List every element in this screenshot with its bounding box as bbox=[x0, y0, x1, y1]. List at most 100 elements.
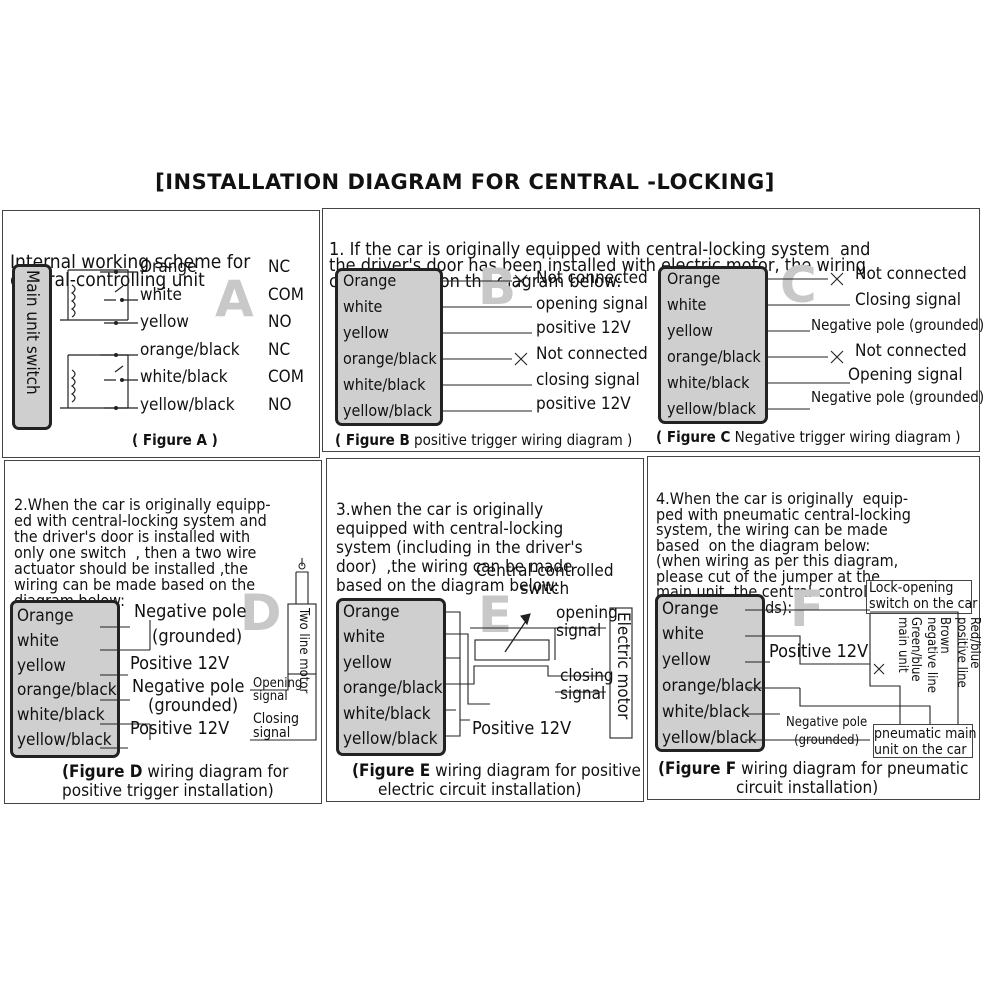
figure-f-letter: F bbox=[790, 580, 825, 638]
fig-e-wire-white-black: white/black bbox=[343, 704, 431, 724]
fig-c-wire-white-black: white/black bbox=[667, 373, 750, 392]
fig-d-wire-yellow: yellow bbox=[17, 656, 66, 676]
fig-c-signal-4: Not connected bbox=[855, 341, 967, 361]
page-title: [INSTALLATION DIAGRAM FOR CENTRAL -LOCKI… bbox=[155, 170, 775, 194]
figure-b-letter: B bbox=[478, 258, 517, 316]
fig-f-wire-orange: Orange bbox=[662, 599, 719, 619]
fig-e-wire-orange-black: orange/black bbox=[343, 678, 443, 698]
fig-a-state-nc-1: NC bbox=[268, 257, 291, 277]
fig-b-wire-orange: Orange bbox=[343, 271, 397, 290]
fig-f-caption: (Figure F wiring diagram for pneumatic bbox=[658, 759, 969, 779]
fig-c-signal-5: Opening signal bbox=[848, 365, 963, 385]
panel-figure-a bbox=[2, 210, 320, 458]
fig-b-wire-white-black: white/black bbox=[343, 375, 426, 394]
fig-d-label-2: (grounded) bbox=[152, 626, 243, 647]
fig-b-wire-orange-black: orange/black bbox=[343, 349, 437, 368]
fig-d-caption-line2: positive trigger installation) bbox=[62, 781, 274, 801]
fig-b-signal-4: Not connected bbox=[536, 344, 648, 364]
fig-f-caption-line2: circuit installation) bbox=[736, 778, 879, 798]
fig-d-label-3: Positive 12V bbox=[130, 653, 230, 674]
fig-a-state-nc-2: NC bbox=[268, 340, 291, 360]
fig-c-wire-orange: Orange bbox=[667, 269, 721, 288]
fig-d-wire-box bbox=[10, 600, 120, 758]
fig-d-label-5: (grounded) bbox=[148, 695, 239, 716]
fig-b-wire-box bbox=[335, 268, 443, 426]
fig-f-wire-white: white bbox=[662, 624, 704, 644]
fig-f-wire-orange-black: orange/black bbox=[662, 676, 762, 696]
fig-d-caption: (Figure D wiring diagram for bbox=[62, 762, 289, 782]
fig-f-wire-white-black: white/black bbox=[662, 702, 750, 722]
fig-a-wire-white-black: white/black bbox=[140, 367, 228, 387]
fig-a-wire-white: white bbox=[140, 285, 182, 305]
fig-e-caption-line2: electric circuit installation) bbox=[378, 780, 582, 800]
fig-b-caption: ( Figure B positive trigger wiring diagr… bbox=[335, 431, 633, 449]
fig-b-wire-yellow-black: yellow/black bbox=[343, 401, 433, 420]
fig-d-wire-white: white bbox=[17, 631, 59, 651]
fig-d-wire-orange-black: orange/black bbox=[17, 680, 117, 700]
fig-a-wire-yellow-black: yellow/black bbox=[140, 395, 235, 415]
fig-c-signal-1: Not connected bbox=[855, 264, 967, 284]
figure-a-letter: A bbox=[215, 270, 254, 328]
fig-a-state-com-2: COM bbox=[268, 367, 304, 387]
fig-a-state-no-2: NO bbox=[268, 395, 292, 415]
fig-d-heading: 2.When the car is originally equipp-ed w… bbox=[14, 495, 271, 609]
fig-a-wire-yellow: yellow bbox=[140, 312, 189, 332]
fig-a-state-no-1: NO bbox=[268, 312, 292, 332]
fig-b-wire-yellow: yellow bbox=[343, 323, 389, 342]
fig-c-wire-box bbox=[658, 266, 768, 424]
fig-e-caption: (Figure E wiring diagram for positive bbox=[352, 761, 641, 781]
fig-a-state-com-1: COM bbox=[268, 285, 304, 305]
fig-f-heading: 4.When the car is originally equip-ped w… bbox=[656, 489, 911, 615]
fig-b-signal-5: closing signal bbox=[536, 370, 640, 390]
fig-b-wire-white: white bbox=[343, 297, 383, 316]
figure-c-letter: C bbox=[780, 256, 817, 314]
fig-a-wire-orange: Orange bbox=[140, 257, 197, 277]
fig-f-positive: Positive 12V bbox=[769, 641, 869, 662]
fig-d-label-6: Positive 12V bbox=[130, 718, 230, 739]
fig-b-signal-6: positive 12V bbox=[536, 394, 631, 414]
fig-c-signal-2: Closing signal bbox=[855, 290, 962, 310]
fig-b-signal-2: opening signal bbox=[536, 294, 648, 314]
fig-f-lock-switch-box bbox=[866, 580, 972, 614]
fig-c-wire-orange-black: orange/black bbox=[667, 347, 761, 366]
fig-f-wire-box bbox=[655, 594, 765, 752]
fig-c-signal-3: Negative pole (grounded) bbox=[811, 316, 985, 334]
fig-f-wire-yellow-black: yellow/black bbox=[662, 728, 757, 748]
figure-e-letter: E bbox=[478, 586, 513, 644]
fig-e-wire-yellow-black: yellow/black bbox=[343, 729, 438, 749]
figure-d-letter: D bbox=[240, 584, 282, 642]
fig-f-wire-yellow: yellow bbox=[662, 650, 711, 670]
fig-a-wire-orange-black: orange/black bbox=[140, 340, 240, 360]
fig-c-caption: ( Figure C Negative trigger wiring diagr… bbox=[656, 428, 961, 446]
fig-d-label-4: Negative pole bbox=[132, 676, 245, 697]
fig-c-wire-yellow: yellow bbox=[667, 321, 713, 340]
fig-d-wire-white-black: white/black bbox=[17, 705, 105, 725]
fig-e-wire-box bbox=[336, 598, 446, 756]
fig-b-signal-1: Not connected bbox=[536, 268, 648, 288]
fig-e-wire-white: white bbox=[343, 627, 385, 647]
fig-e-wire-yellow: yellow bbox=[343, 653, 392, 673]
fig-e-wire-orange: Orange bbox=[343, 602, 400, 622]
fig-c-signal-6: Negative pole (grounded) bbox=[811, 388, 985, 406]
fig-d-wire-orange: Orange bbox=[17, 606, 74, 626]
fig-d-wire-yellow-black: yellow/black bbox=[17, 730, 112, 750]
main-unit-switch-box bbox=[12, 264, 52, 430]
fig-d-label-1: Negative pole bbox=[134, 601, 247, 622]
fig-f-pneumatic-box bbox=[873, 724, 973, 758]
fig-b-signal-3: positive 12V bbox=[536, 318, 631, 338]
